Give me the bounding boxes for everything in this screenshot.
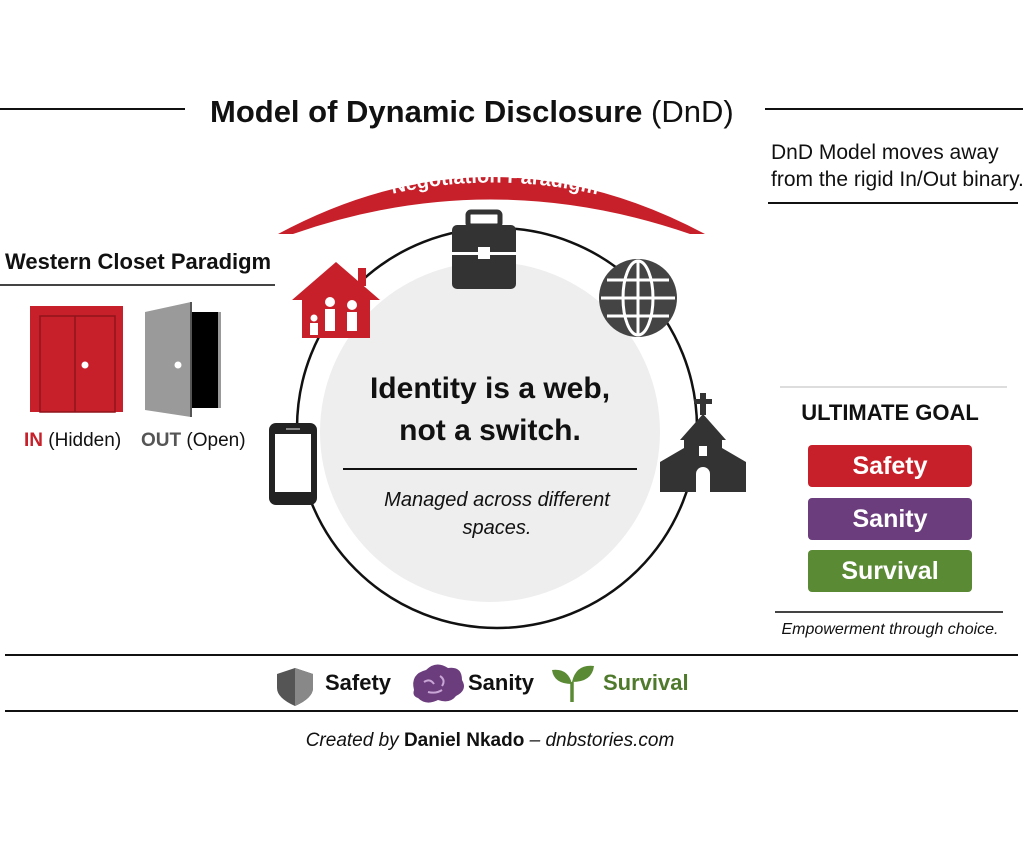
goal-rule-bottom xyxy=(775,611,1003,613)
title-main: Model of Dynamic Disclosure xyxy=(210,94,643,129)
title-rule-left xyxy=(0,108,185,110)
credit: Created by Daniel Nkado – dnbstories.com xyxy=(0,730,980,752)
legend-rule-bottom xyxy=(5,710,1018,712)
note: DnD Model moves away from the rigid In/O… xyxy=(771,139,1023,193)
credit-author: Daniel Nkado xyxy=(403,730,525,751)
legend-rule-top xyxy=(5,654,1018,656)
brain-icon xyxy=(413,664,464,703)
center-headline: Identity is a web, not a switch. xyxy=(320,368,660,452)
note-rule xyxy=(768,202,1018,204)
in-label: IN (Hidden) xyxy=(24,430,121,452)
legend-sanity: Sanity xyxy=(468,670,535,695)
goal-caption: Empowerment through choice. xyxy=(781,621,999,638)
western-rule xyxy=(0,284,275,286)
title-abbr: (DnD) xyxy=(651,94,734,129)
center-line-1: Identity is a web, xyxy=(369,372,611,405)
legend-safety: Safety xyxy=(325,670,392,695)
note-line-1: DnD Model moves away xyxy=(771,141,999,164)
center-sub-1: Managed across different xyxy=(384,489,610,511)
note-line-2: from the rigid In/Out binary. xyxy=(771,168,1023,191)
goal-safety: Safety xyxy=(808,445,972,487)
western-heading: Western Closet Paradigm xyxy=(5,249,272,274)
center-sub-2: spaces. xyxy=(462,517,532,539)
page-title: Model of Dynamic Disclosure (DnD) xyxy=(210,94,734,130)
family-house-icon xyxy=(292,262,380,338)
out-label: OUT (Open) xyxy=(141,430,246,452)
center-subtext: Managed across different spaces. xyxy=(330,486,664,542)
shield-icon xyxy=(277,668,313,706)
open-door-icon xyxy=(145,302,221,417)
goal-survival: Survival xyxy=(808,550,972,592)
credit-site: dnbstories.com xyxy=(545,730,675,751)
closed-door-icon xyxy=(30,306,123,413)
out-label-sub: (Open) xyxy=(186,430,246,451)
negotiation-arc xyxy=(278,177,705,234)
credit-separator: – xyxy=(529,730,541,751)
center-rule xyxy=(343,468,637,470)
goal-rule-top xyxy=(780,386,1007,388)
legend-survival: Survival xyxy=(603,670,689,695)
in-label-sub: (Hidden) xyxy=(48,430,122,451)
center-disc xyxy=(320,262,660,602)
sprout-icon xyxy=(552,665,594,702)
center-line-2: not a switch. xyxy=(399,414,581,447)
smartphone-icon xyxy=(269,423,317,505)
out-label-main: OUT xyxy=(141,430,182,451)
goal-sanity: Sanity xyxy=(808,498,972,540)
church-icon xyxy=(660,393,746,492)
goal-heading: ULTIMATE GOAL xyxy=(801,400,979,425)
in-label-main: IN xyxy=(24,430,43,451)
title-rule-right xyxy=(765,108,1023,110)
credit-prefix: Created by xyxy=(305,730,399,751)
briefcase-icon xyxy=(452,209,516,289)
globe-icon xyxy=(599,259,677,337)
